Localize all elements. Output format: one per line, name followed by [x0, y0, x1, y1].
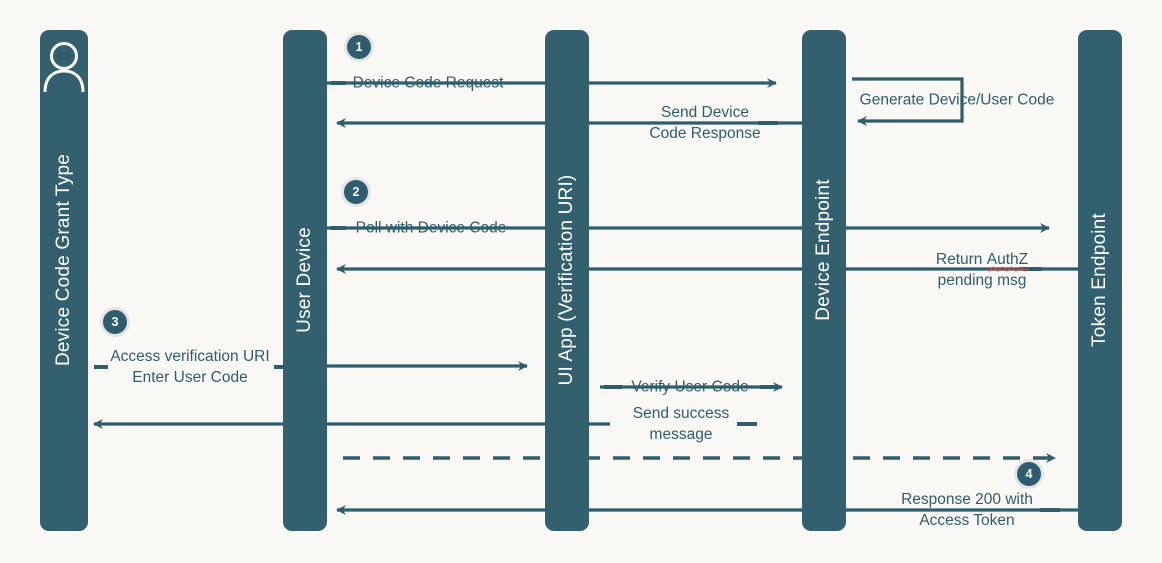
step-badge-1[interactable]: 1: [347, 35, 371, 59]
label-text-return: Return: [935, 251, 987, 268]
lifeline-token-endpoint[interactable]: [1078, 30, 1122, 531]
message-label-response-200-access-token: Response 200 with Access Token: [901, 489, 1033, 531]
message-label-return-authz-pending: Return AuthZ pending msg: [936, 249, 1028, 291]
step-badge-2[interactable]: 2: [344, 180, 368, 204]
lifeline-ui-app[interactable]: [545, 30, 589, 531]
label-line-1: Access verification URI: [110, 348, 270, 365]
label-line-2: Access Token: [919, 512, 1015, 529]
step-badge-3[interactable]: 3: [103, 310, 127, 334]
lifeline-device-endpoint[interactable]: [802, 30, 846, 531]
label-line-1: Send Device: [661, 104, 749, 121]
message-label-device-code-request: Device Code Request: [352, 74, 504, 92]
person-icon: [43, 42, 85, 93]
message-label-access-verification-uri: Access verification URI Enter User Code: [110, 346, 269, 388]
label-line-2: Code Response: [649, 125, 761, 142]
message-label-verify-user-code: Verify User Code: [631, 378, 749, 396]
message-label-generate-device-user-code: Generate Device/User Code: [859, 91, 1055, 109]
label-text-authz-misspelled: AuthZ: [986, 251, 1029, 268]
message-label-send-device-code-response: Send Device Code Response: [649, 102, 760, 144]
lifeline-user-device[interactable]: [283, 30, 327, 531]
step-badge-4[interactable]: 4: [1017, 462, 1041, 486]
label-line-1: Return AuthZ: [936, 249, 1028, 270]
label-line-2: pending msg: [937, 272, 1027, 289]
message-label-poll-with-device-code: Poll with Device Code: [355, 219, 507, 237]
message-label-send-success-message: Send success message: [633, 403, 730, 445]
arrow-generate-device-user-code: [852, 77, 964, 126]
lifeline-grant[interactable]: [40, 30, 88, 531]
label-line-2: Enter User Code: [132, 369, 248, 386]
label-line-1: Send success: [632, 405, 730, 422]
label-line-1: Response 200 with: [901, 491, 1033, 508]
label-line-2: message: [649, 426, 713, 443]
